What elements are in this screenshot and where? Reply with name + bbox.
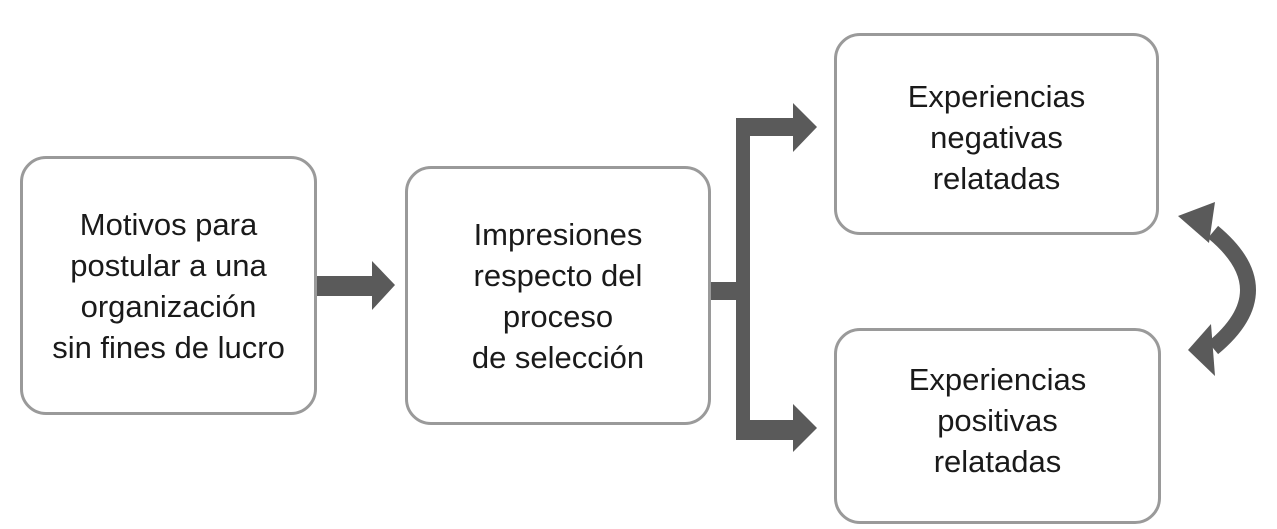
node-positive-experiences: Experiencias positivas relatadas: [834, 328, 1161, 524]
node-impressions: Impresiones respecto del proceso de sele…: [405, 166, 711, 425]
arrow-to-positive: [736, 404, 817, 452]
node-motives-label: Motivos para postular a una organización…: [52, 206, 285, 365]
branch-trunk: [736, 118, 750, 440]
arrow-to-negative: [736, 103, 817, 152]
node-negative-label: Experiencias negativas relatadas: [907, 79, 1086, 196]
node-motives: Motivos para postular a una organización…: [20, 156, 317, 415]
arrow-motives-to-impressions: [316, 261, 395, 310]
node-positive-label: Experiencias positivas relatadas: [908, 362, 1087, 479]
node-impressions-label: Impresiones respecto del proceso de sele…: [471, 216, 645, 375]
node-negative-experiences: Experiencias negativas relatadas: [834, 33, 1159, 235]
curved-arrowhead-bottom: [1188, 324, 1215, 376]
bidirectional-curved-arrow: [1207, 225, 1256, 355]
curved-arrowhead-top: [1178, 202, 1215, 243]
